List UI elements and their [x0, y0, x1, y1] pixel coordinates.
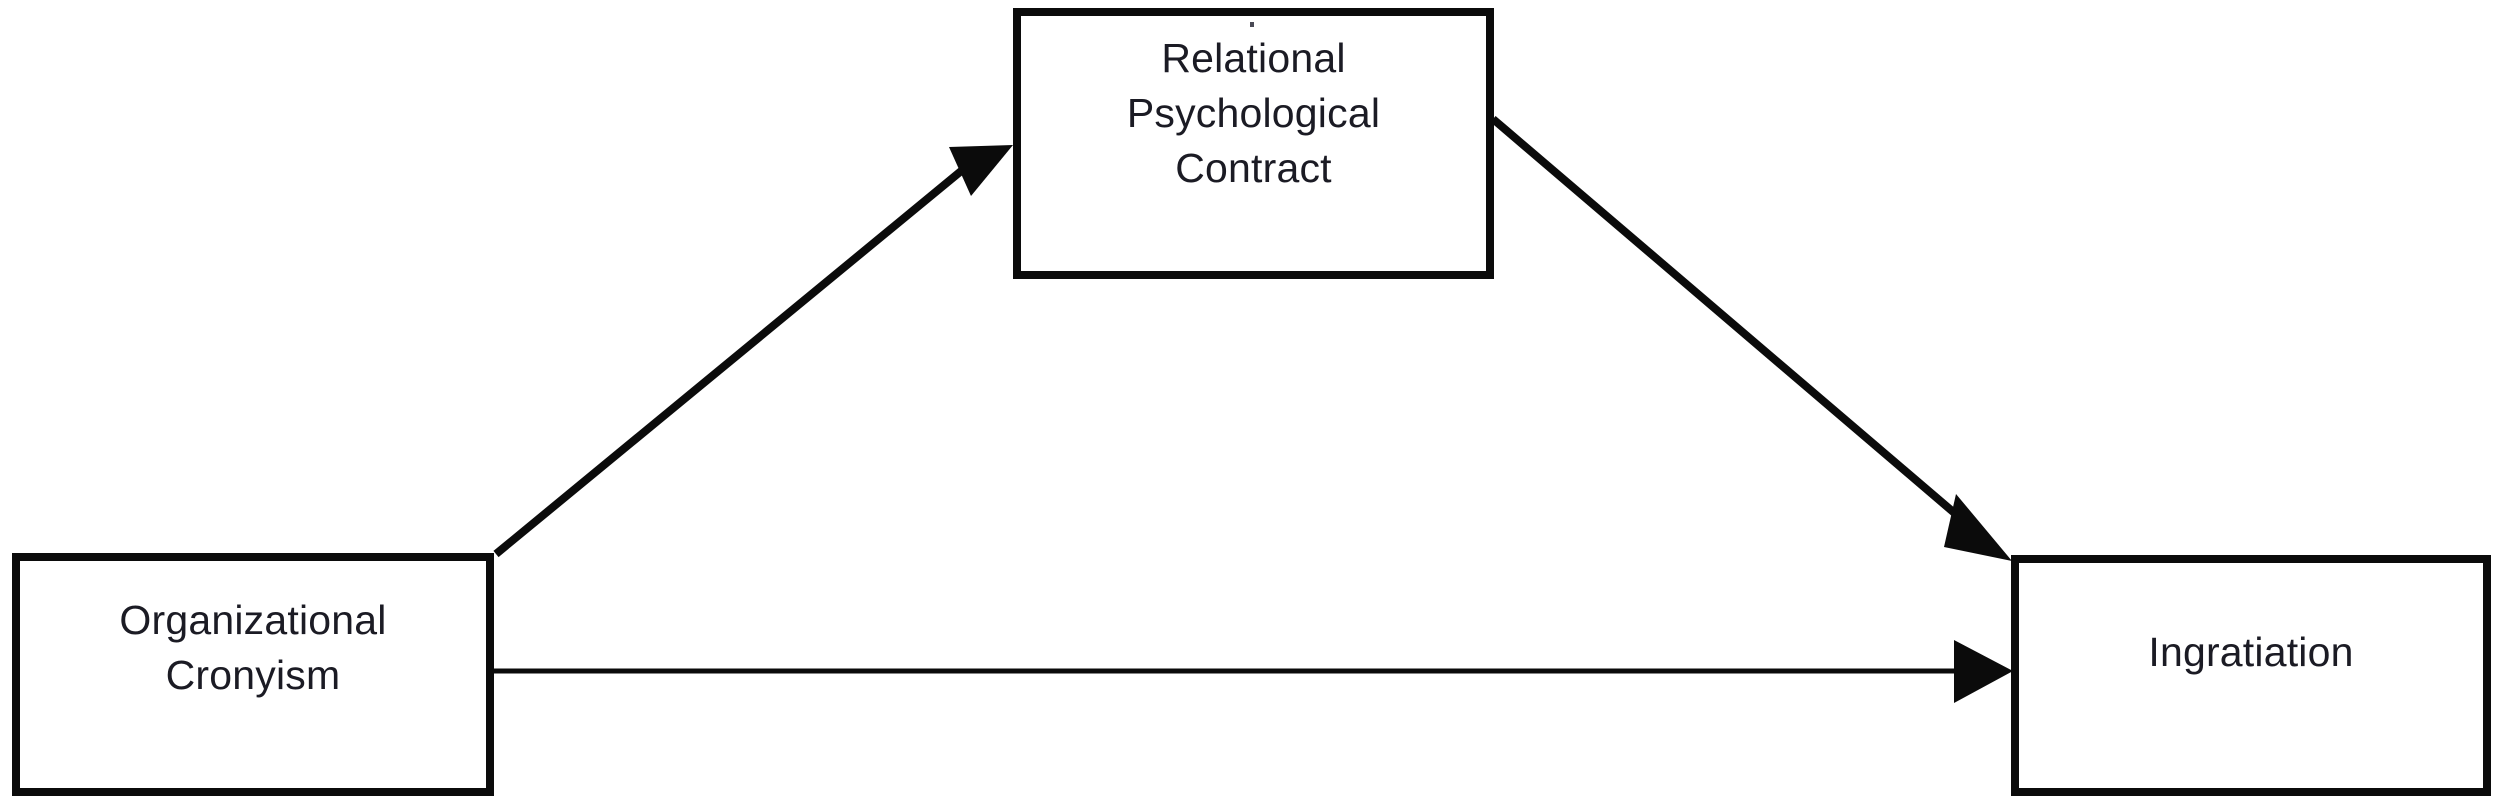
node-organizational-cronyism[interactable]: Organizational Cronyism	[12, 553, 494, 796]
node-relational-psychological-contract[interactable]: Relational Psychological Contract	[1013, 8, 1494, 279]
node-label-organizational-cronyism: Organizational Cronyism	[119, 597, 387, 698]
scan-artifact-speck	[1250, 22, 1254, 27]
arrow-contract-to-ingratiation	[1490, 115, 2012, 561]
node-label-ingratiation: Ingratiation	[2148, 629, 2354, 675]
node-ingratiation[interactable]: Ingratiation	[2011, 555, 2491, 796]
node-label-relational-psychological-contract: Relational Psychological Contract	[1126, 35, 1381, 191]
arrow-cronyism-to-contract	[493, 145, 1013, 558]
arrow-cronyism-to-ingratiation	[494, 640, 2013, 703]
